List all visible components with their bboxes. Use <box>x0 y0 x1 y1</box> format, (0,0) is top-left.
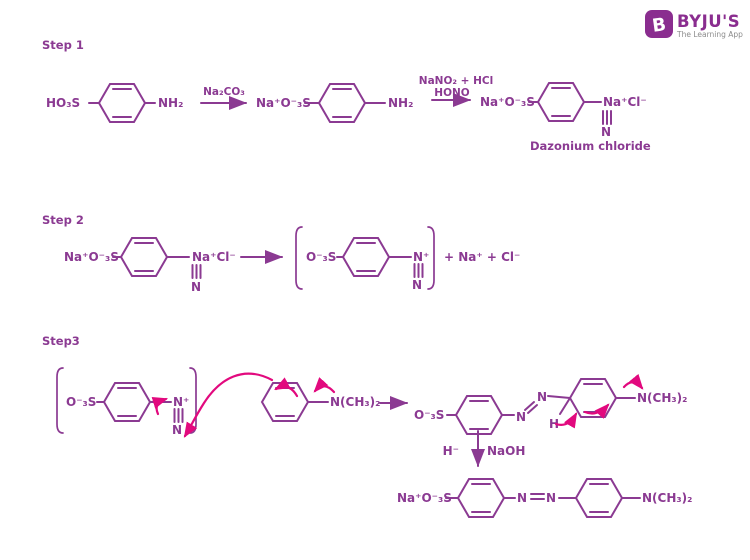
benzene-ring <box>120 237 168 277</box>
sodium-sulfonate-label: Na⁺O⁻₃S <box>397 491 452 505</box>
logo-badge-icon <box>645 10 673 38</box>
sodium-sulfonate-label: Na⁺O⁻₃S <box>480 95 535 109</box>
triple-bond <box>602 110 612 125</box>
leaving-group-label: H⁻ <box>443 444 459 458</box>
sulfonate-ion-label: O⁻₃S <box>66 395 96 409</box>
dimethylamino-label: N(CH₃)₂ <box>637 391 687 405</box>
hydrogen-label: H <box>549 417 559 431</box>
benzene-ring <box>261 382 309 422</box>
step2-title: Step 2 <box>42 213 84 227</box>
benzene-ring <box>342 237 390 277</box>
benzene-ring <box>575 478 623 518</box>
arrow-reagent-label: HONO <box>434 87 470 99</box>
amine-label: NH₂ <box>388 96 413 110</box>
azo-nitrogen-label: N <box>517 491 527 505</box>
diazonium-salt-label: Na⁺Cl⁻ <box>192 250 236 264</box>
electron-push-arrow <box>622 373 644 390</box>
logo-tagline: The Learning App <box>676 30 743 39</box>
benzene-ring <box>457 478 505 518</box>
nitrogen-label: N <box>191 280 201 294</box>
reagent-label: NaOH <box>487 444 525 458</box>
step3-title: Step3 <box>42 334 80 348</box>
bracket-left <box>56 367 64 434</box>
triple-bond <box>173 408 184 423</box>
sulfonate-ion-label: O⁻₃S <box>306 250 336 264</box>
electron-push-arrow <box>274 377 299 398</box>
benzene-ring <box>537 82 585 122</box>
nitrogen-label: N <box>601 125 611 139</box>
benzene-ring <box>455 395 503 435</box>
byproducts-label: + Na⁺ + Cl⁻ <box>444 250 520 264</box>
bracket-left <box>295 226 303 290</box>
nitrogen-label: N <box>412 278 422 292</box>
azo-nitrogen-label: N <box>516 410 526 424</box>
sodium-sulfonate-label: Na⁺O⁻₃S <box>256 96 311 110</box>
diazonium-n-label: N⁺ <box>413 250 429 264</box>
arrow-reagent-label: Na₂CO₃ <box>203 86 245 98</box>
bracket-right <box>427 226 435 290</box>
bond <box>559 397 571 415</box>
azo-double-bond <box>524 401 538 414</box>
arrow-reagent-label: NaNO₂ + HCl <box>419 75 493 87</box>
dimethylamino-label: N(CH₃)₂ <box>642 491 692 505</box>
electron-push-arrow <box>313 377 336 394</box>
electron-push-arrow <box>583 403 610 419</box>
diazonium-n-label: N⁺ <box>173 395 189 409</box>
azo-double-bond <box>530 493 545 500</box>
azo-nitrogen-label: N <box>537 390 547 404</box>
nitrogen-label: N <box>172 423 182 437</box>
cyclohexadiene-ring <box>569 378 617 418</box>
byjus-logo: B BYJU'S The Learning App <box>645 10 743 39</box>
logo-name: BYJU'S <box>677 12 740 31</box>
bond <box>547 395 571 399</box>
amine-label: NH₂ <box>158 96 183 110</box>
electron-push-arrow <box>151 397 169 416</box>
triple-bond <box>191 264 202 279</box>
step1-title: Step 1 <box>42 38 84 52</box>
product-name-label: Dazonium chloride <box>530 139 651 153</box>
electron-push-arrow <box>183 372 274 438</box>
triple-bond <box>413 263 424 278</box>
azo-nitrogen-label: N <box>546 491 556 505</box>
benzene-ring <box>98 83 146 123</box>
sodium-sulfonate-label: Na⁺O⁻₃S <box>64 250 119 264</box>
sulfonic-acid-label: HO₃S <box>46 96 80 110</box>
benzene-ring <box>318 83 366 123</box>
sulfonate-ion-label: O⁻₃S <box>414 408 444 422</box>
electron-push-arrow <box>554 412 578 429</box>
dimethylamino-label: N(CH₃)₂ <box>330 395 380 409</box>
logo-b-icon: B <box>651 14 668 37</box>
benzene-ring <box>103 382 151 422</box>
diazonium-salt-label: Na⁺Cl⁻ <box>603 95 647 109</box>
